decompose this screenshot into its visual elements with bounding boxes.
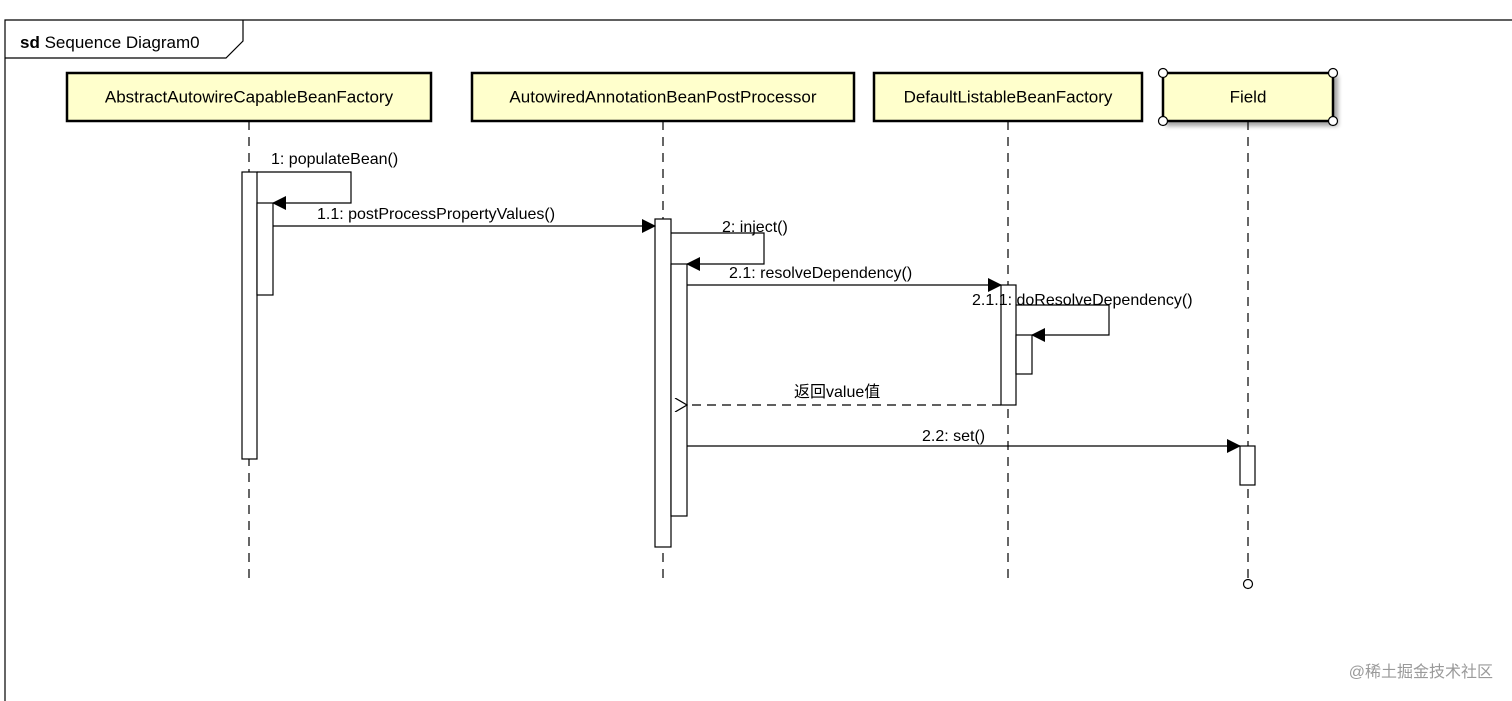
activation-bar[interactable] — [1015, 334, 1033, 375]
message-post-process-property-values[interactable]: 1.1: postProcessPropertyValues() — [273, 206, 656, 233]
participant-name: Field — [1230, 87, 1267, 106]
message-label: 2.2: set() — [922, 428, 985, 445]
message-resolve-dependency[interactable]: 2.1: resolveDependency() — [687, 265, 1002, 292]
message-populate-bean[interactable]: 1: populateBean() — [257, 151, 398, 210]
activation-bar[interactable] — [241, 171, 258, 460]
frame-name: Sequence Diagram0 — [45, 33, 200, 52]
lifeline-end-handle[interactable] — [1242, 578, 1254, 590]
participant-field[interactable]: Field — [1157, 67, 1339, 127]
participant-default-listable[interactable]: DefaultListableBeanFactory — [872, 71, 1144, 123]
selection-handle[interactable] — [1327, 115, 1339, 127]
participant-name: AutowiredAnnotationBeanPostProcessor — [509, 87, 816, 106]
message-do-resolve-dependency[interactable]: 2.1.1: doResolveDependency() — [972, 292, 1193, 342]
participant-autowired-annotation[interactable]: AutowiredAnnotationBeanPostProcessor — [470, 71, 856, 123]
lifelines — [248, 121, 1249, 585]
activation-bar[interactable] — [670, 263, 688, 517]
message-label: 2: inject() — [722, 219, 788, 236]
selection-handle[interactable] — [1157, 115, 1169, 127]
message-return-value[interactable]: 返回value值 — [687, 383, 1001, 405]
message-label: 2.1: resolveDependency() — [729, 265, 912, 282]
message-label: 1.1: postProcessPropertyValues() — [317, 206, 555, 223]
message-label: 返回value值 — [794, 383, 880, 401]
participant-name: DefaultListableBeanFactory — [904, 87, 1113, 106]
frame-title: sd Sequence Diagram0 — [20, 33, 200, 52]
message-label: 2.1.1: doResolveDependency() — [972, 292, 1193, 309]
message-inject[interactable]: 2: inject() — [671, 219, 788, 271]
activation-bar[interactable] — [1239, 445, 1256, 486]
activation-bar[interactable] — [256, 202, 274, 296]
participant-name: AbstractAutowireCapableBeanFactory — [105, 87, 394, 106]
activations — [241, 171, 1256, 548]
participant-abstract-autowire[interactable]: AbstractAutowireCapableBeanFactory — [65, 71, 433, 123]
message-set[interactable]: 2.2: set() — [687, 428, 1241, 453]
message-label: 1: populateBean() — [271, 151, 398, 168]
diagram-frame: sd Sequence Diagram0 — [4, 19, 1512, 701]
selection-handle[interactable] — [1157, 67, 1169, 79]
frame-keyword: sd — [20, 33, 40, 52]
activation-bar[interactable] — [654, 218, 672, 548]
selection-handle[interactable] — [1327, 67, 1339, 79]
watermark: @稀土掘金技术社区 — [1349, 663, 1493, 681]
